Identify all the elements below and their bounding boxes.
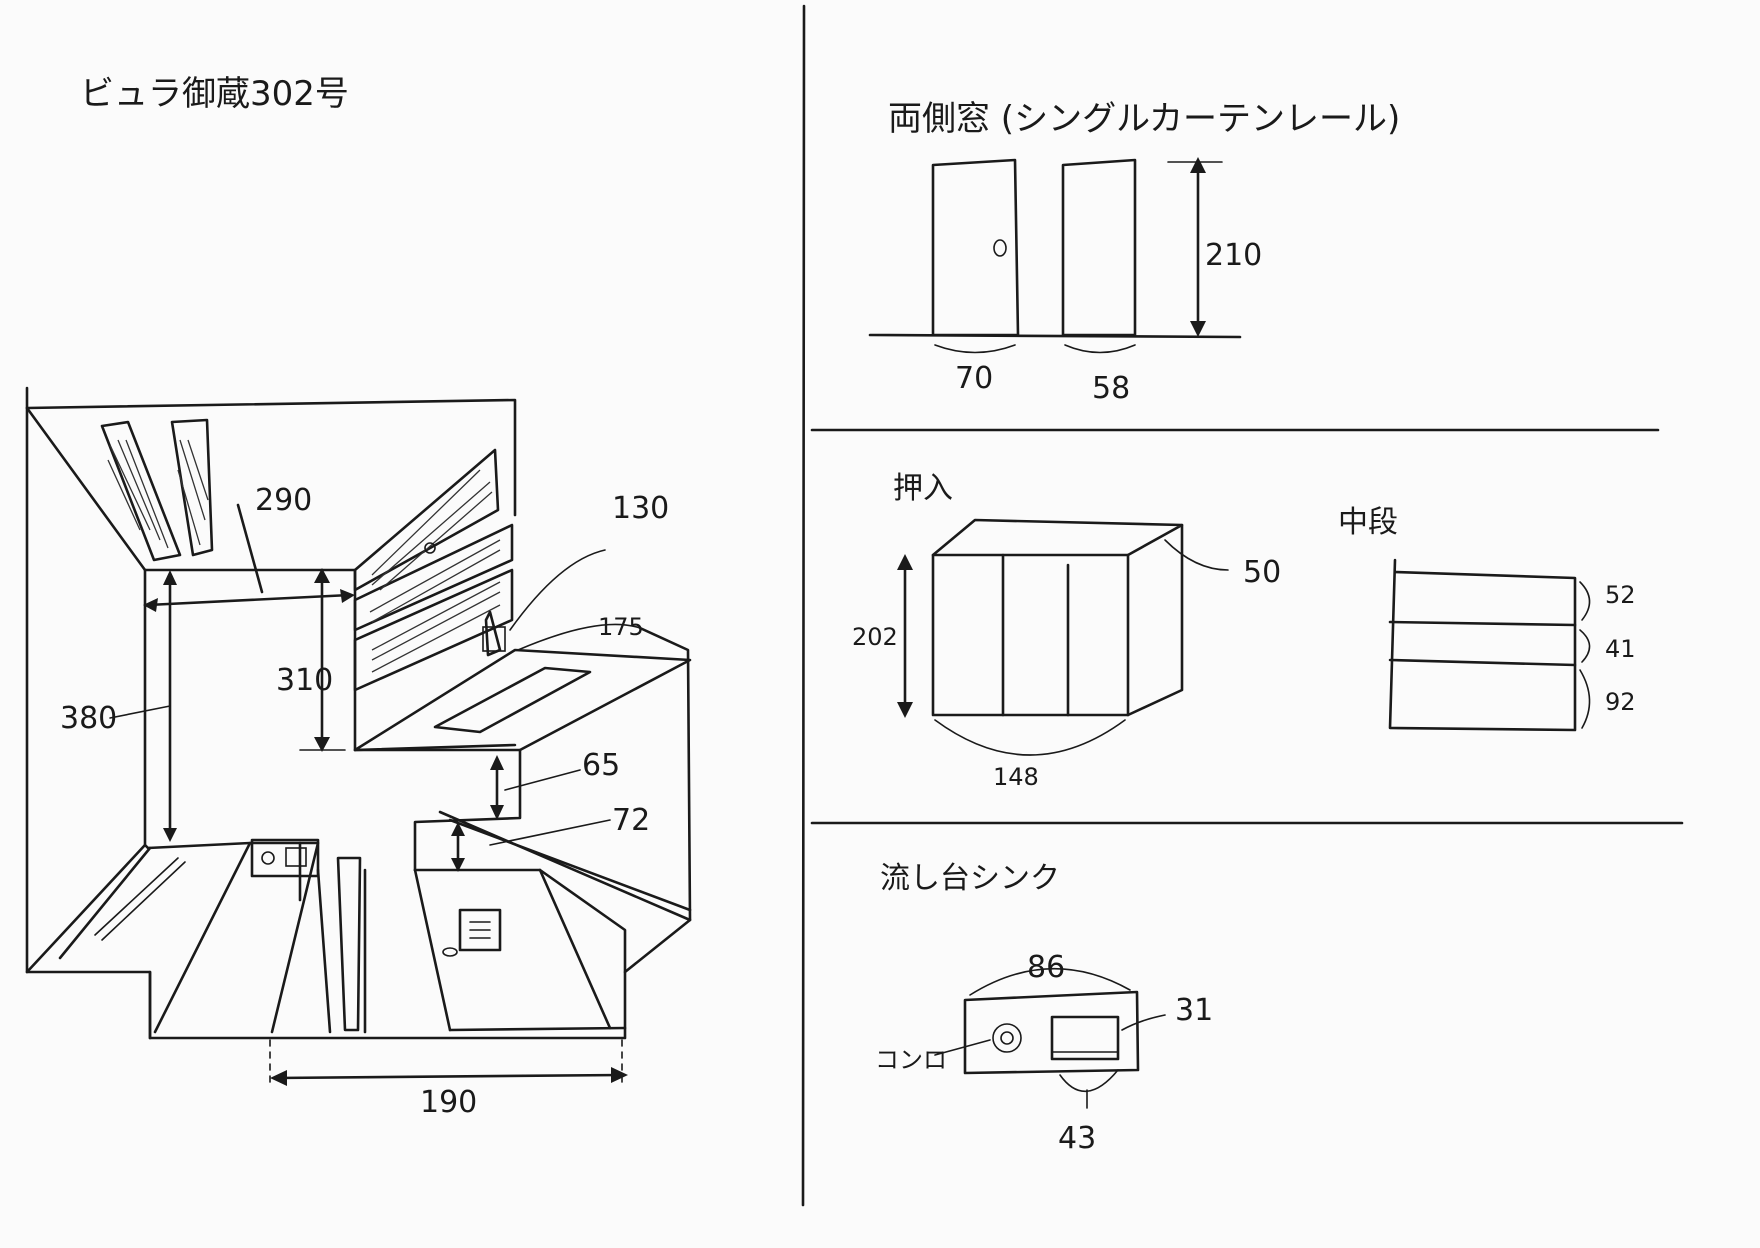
dim-depth-left: 380 [60, 701, 117, 736]
sink-basin [1050, 1015, 1120, 1061]
sink-title: 流し台シンク [880, 861, 1060, 896]
shelf-diagram [1388, 558, 1591, 732]
sink-right-gap: 31 [1175, 993, 1213, 1028]
dim-wall-65: 65 [582, 748, 620, 783]
windows-title: 両側窓 (シングルカーテンレール) [888, 99, 1400, 139]
dim-window-height: 310 [276, 663, 333, 698]
sink-width: 86 [1027, 950, 1065, 985]
dim-290-line [146, 593, 352, 607]
closet-diagram [897, 518, 1229, 756]
windows-width-left: 70 [955, 361, 993, 396]
skylight-left [100, 420, 182, 562]
shelf-height-1: 52 [1605, 581, 1636, 609]
dim-counter: 175 [598, 613, 644, 641]
closet-depth: 50 [1243, 555, 1281, 590]
stove-box [250, 838, 320, 878]
shelf-title: 中段 [1338, 505, 1398, 540]
shelf-height-2: 41 [1605, 635, 1636, 663]
window-right [1061, 158, 1137, 337]
window-left [931, 158, 1020, 337]
windows-diagram [868, 157, 1242, 354]
shelf-height-3: 92 [1605, 688, 1636, 716]
sink-bottom: 43 [1058, 1121, 1096, 1156]
sink-counter [963, 990, 1140, 1075]
room-perspective [25, 386, 692, 1086]
vertical-divider [801, 4, 806, 1207]
dim-bottom-width: 190 [420, 1085, 477, 1120]
sink-stove-label: コンロ [875, 1046, 947, 1074]
dim-wall-72: 72 [612, 803, 650, 838]
counter-sink [433, 666, 592, 734]
sheet-title: ビュラ御蔵302号 [80, 74, 349, 114]
closet-width: 148 [993, 763, 1039, 791]
dim-corner: 130 [612, 491, 669, 526]
closet-height: 202 [852, 623, 898, 651]
dim-width-top: 290 [255, 483, 312, 518]
windows-width-right: 58 [1092, 371, 1130, 406]
closet-title: 押入 [893, 471, 953, 506]
stove-burner [992, 1023, 1022, 1053]
windows-height: 210 [1205, 238, 1262, 273]
dim-190-line [273, 1073, 624, 1080]
sink-diagram [934, 967, 1166, 1109]
skylight-right [170, 418, 214, 557]
